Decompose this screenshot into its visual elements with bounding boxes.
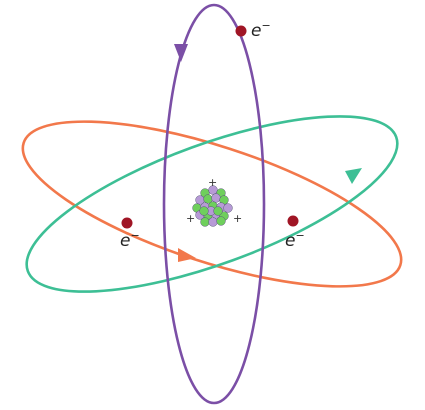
orbit-green [25,115,399,293]
orbit-orange-arrow [178,248,196,262]
electron-right [287,215,299,227]
electron-label-left: e− [120,229,140,251]
electron-left [121,217,133,229]
neutron [216,216,226,226]
nucleus-charge-left: + [186,212,195,225]
neutron [213,206,223,216]
proton [211,193,221,203]
nucleus-charge-top: + [208,176,217,189]
proton [223,203,233,213]
electron-label-top: e− [251,19,271,41]
orbit-green-arrow [345,168,362,184]
proton [208,217,218,227]
orbit-orange [21,120,403,288]
orbit-vertical [162,3,266,405]
electron-top [235,25,247,37]
electron-label-right: e− [285,229,305,251]
nucleus-charge-right: + [233,212,242,225]
neutron [199,206,209,216]
neutron [200,217,210,227]
nucleus [192,185,233,227]
proton [208,185,218,195]
orbit-vertical-arrow [174,44,188,62]
